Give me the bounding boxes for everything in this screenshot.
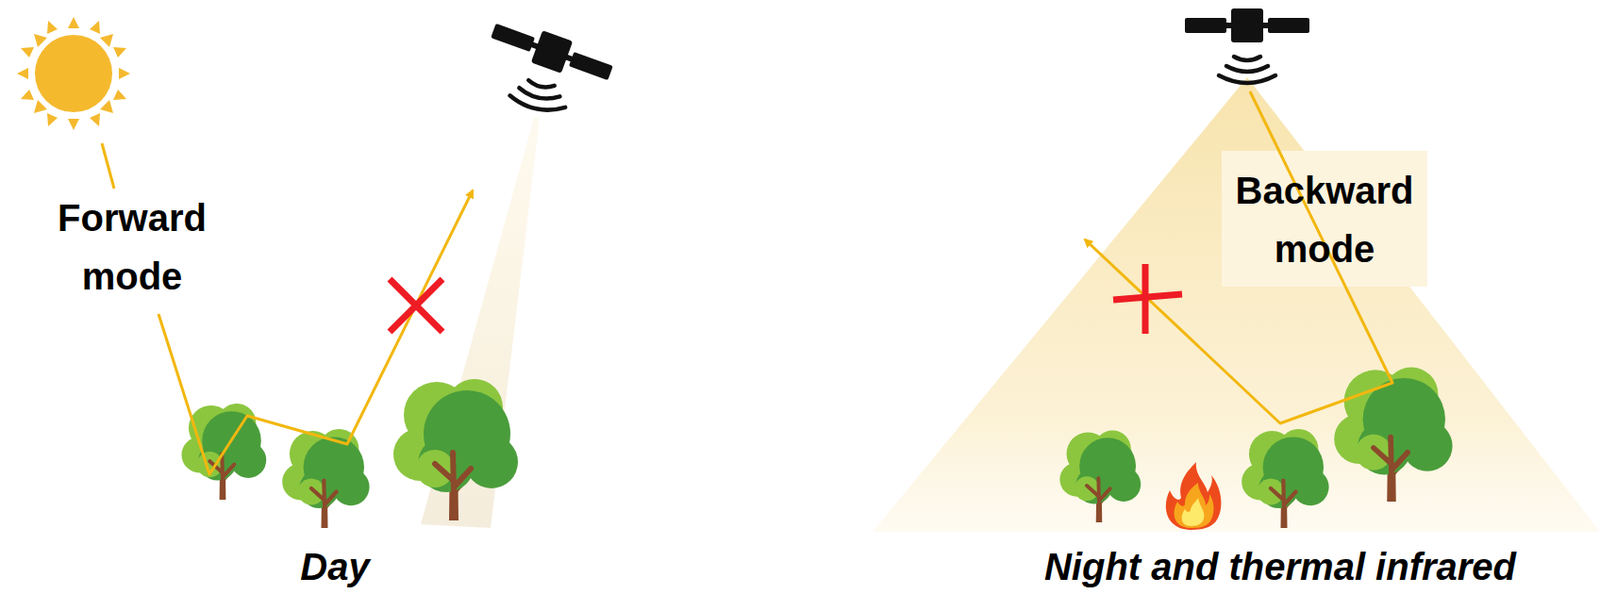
panel-caption: Day [240, 545, 430, 589]
blocked-cross [1113, 264, 1183, 334]
panel-caption: Night and thermal infrared [987, 545, 1573, 589]
tree-icon [1241, 429, 1329, 529]
label-backdrop [1221, 150, 1428, 287]
fire-icon [1166, 462, 1222, 531]
satellite-icon [1184, 8, 1310, 43]
light-ray [101, 143, 115, 189]
signal-waves [508, 77, 570, 116]
satellite-icon [487, 15, 617, 90]
mode-label: Backward mode [1223, 161, 1427, 279]
tree-icon [1333, 367, 1452, 503]
sun-icon [16, 16, 131, 131]
tree-icon [1059, 431, 1141, 524]
signal-waves [1218, 56, 1276, 84]
tree-icon [393, 379, 518, 521]
blocked-cross [389, 279, 443, 333]
tree-icon [282, 429, 369, 529]
sensor-beam [872, 77, 1600, 533]
mode-label: Forward mode [37, 188, 227, 306]
